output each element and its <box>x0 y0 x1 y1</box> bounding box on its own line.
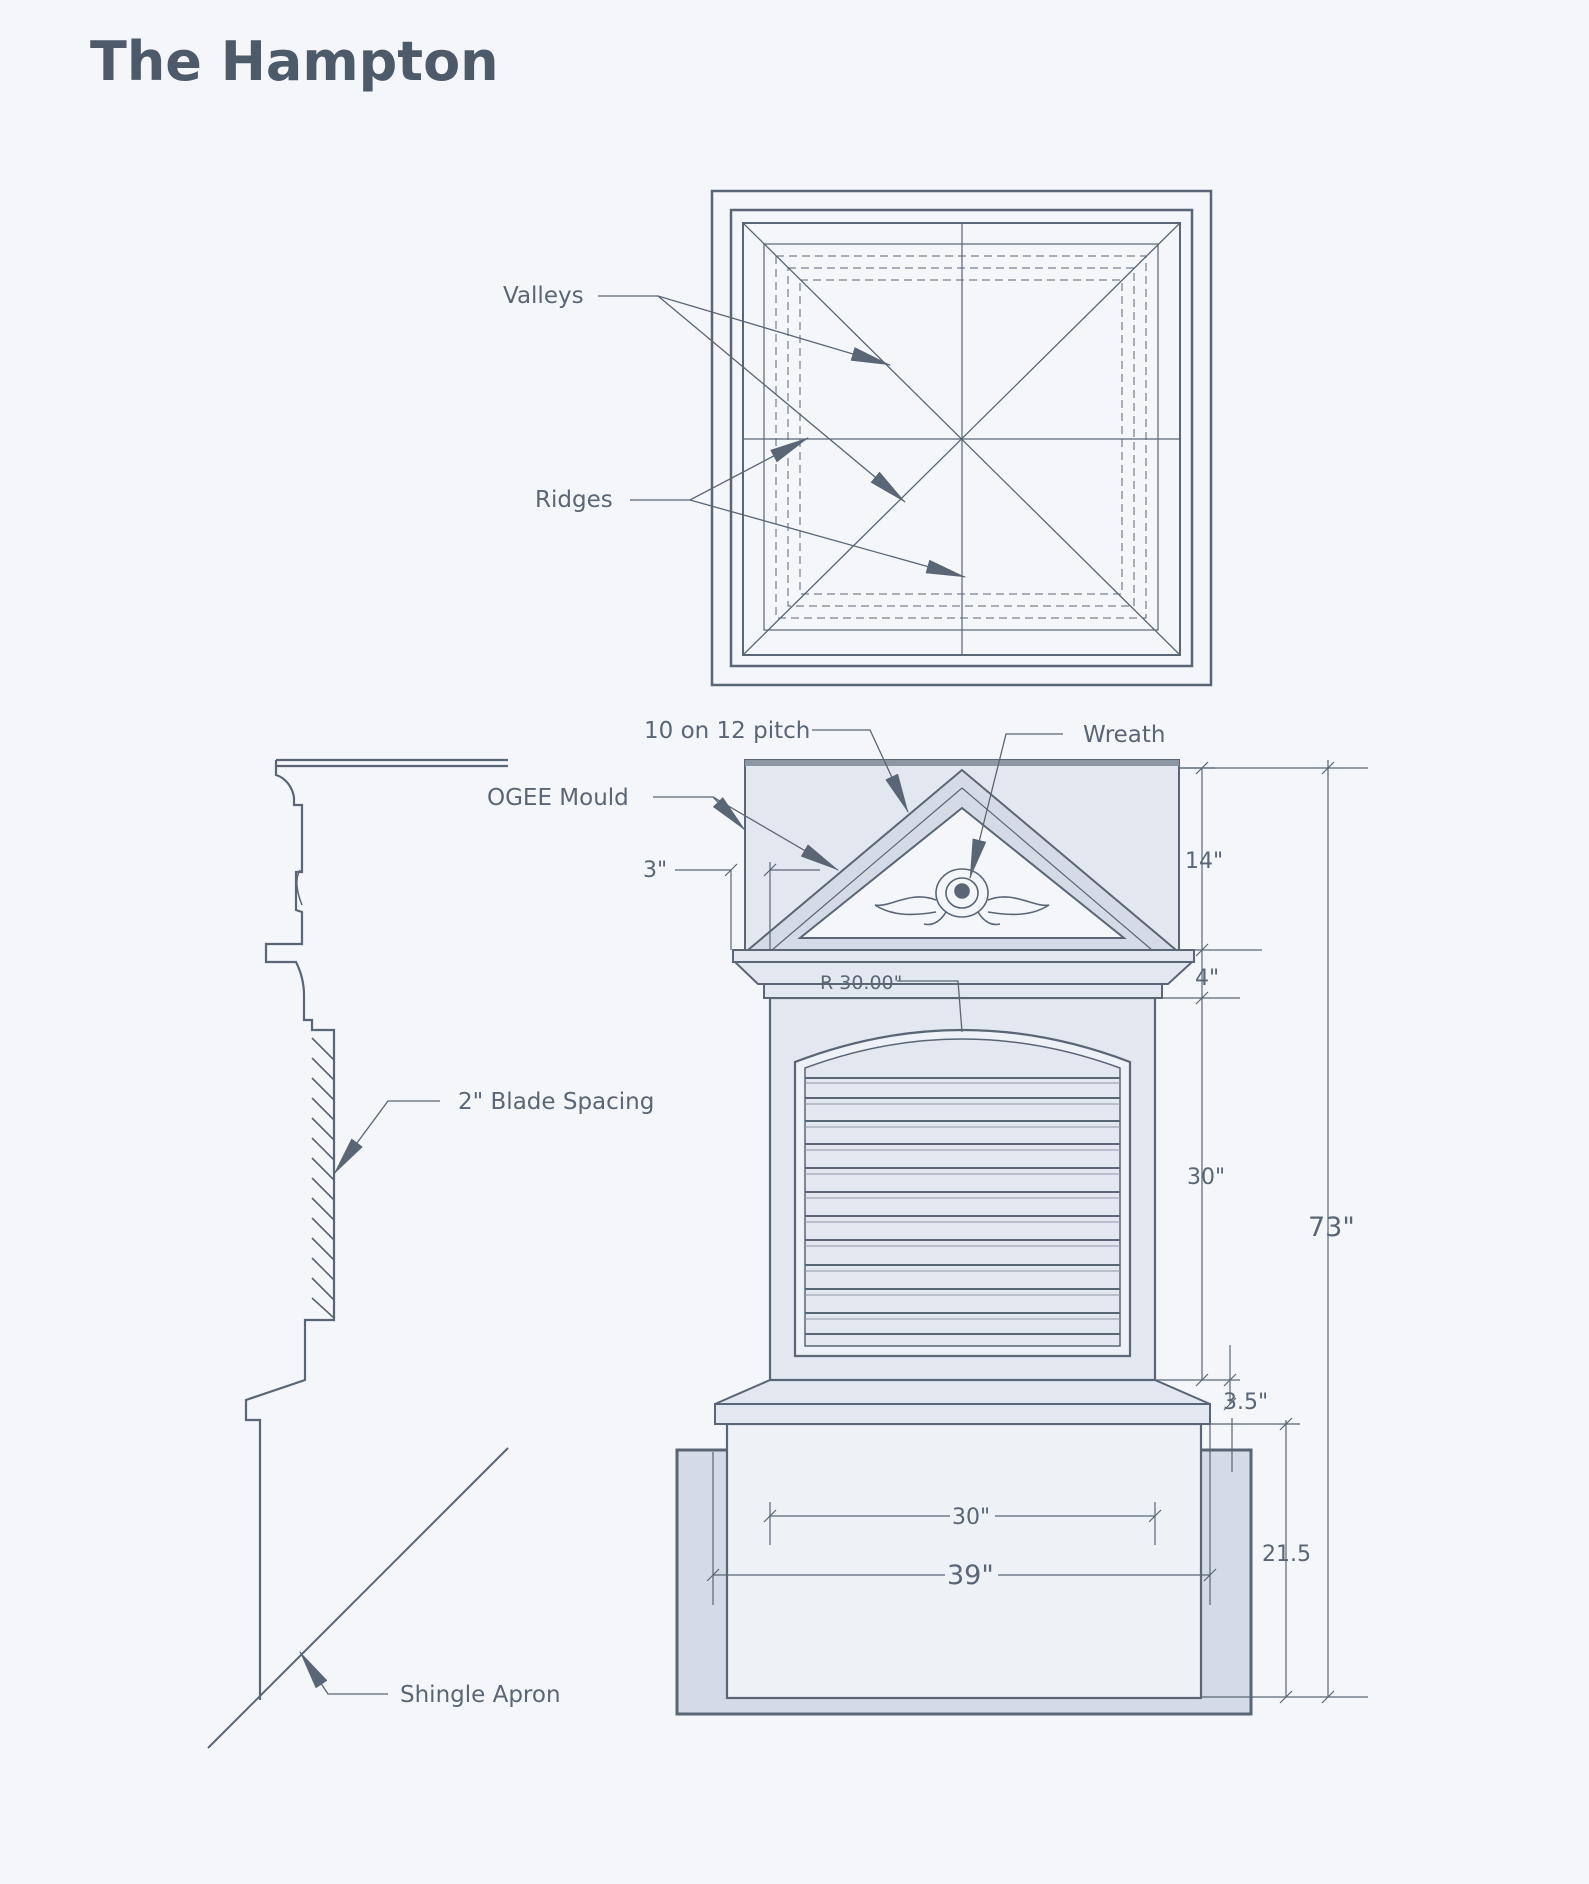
elevation-sill-band <box>714 1403 1211 1425</box>
blade-spacing-leader <box>333 1100 440 1175</box>
plan-hidden-line-2 <box>787 267 1135 607</box>
dim-pediment-height: 14" <box>1185 849 1223 874</box>
shingle-apron-label: Shingle Apron <box>400 1682 561 1708</box>
elevation-base-inner <box>725 1422 1203 1700</box>
dim-cornice-height: 4" <box>1195 966 1219 991</box>
dim-inner-width: 30" <box>952 1505 990 1530</box>
plan-hidden-line-1 <box>775 255 1147 619</box>
elevation-cornice <box>732 961 1195 985</box>
valleys-label: Valleys <box>503 283 584 309</box>
plan-hidden-line-3 <box>799 279 1123 595</box>
page-title: The Hampton <box>90 30 499 93</box>
ogee-mould-label: OGEE Mould <box>487 785 629 811</box>
front-elevation <box>675 759 1253 1716</box>
elevation-sill <box>714 1379 1211 1405</box>
elevation-ogee-line <box>961 787 1153 951</box>
elevation-callouts <box>653 729 1063 1033</box>
side-profile <box>207 758 509 1749</box>
pitch-leader <box>812 729 909 813</box>
radius-label: R 30.00" <box>820 972 902 994</box>
elevation-cornice-top <box>732 949 1195 963</box>
dim-louver-height: 30" <box>1187 1165 1225 1190</box>
plan-view <box>710 189 1213 687</box>
shingle-apron-line <box>207 1447 509 1749</box>
wreath-ornament <box>874 868 1050 926</box>
shingle-apron-leader <box>299 1651 388 1695</box>
profile-louver-blades <box>311 1037 335 1319</box>
profile-callouts <box>299 1100 440 1695</box>
ogee-leader <box>712 796 746 831</box>
profile-wreath-detail <box>296 869 303 906</box>
dim-sill-height: 3.5" <box>1223 1390 1268 1415</box>
dim-total-height: 73" <box>1308 1212 1355 1243</box>
plan-roof-edge <box>763 243 1159 631</box>
ridges-leader <box>689 499 966 578</box>
pitch-label: 10 on 12 pitch <box>644 718 810 744</box>
ridges-label: Ridges <box>535 487 613 513</box>
profile-outline <box>244 760 336 1700</box>
plan-callouts <box>598 295 966 578</box>
plan-mid-frame <box>729 208 1194 668</box>
blade-spacing-label: 2" Blade Spacing <box>458 1089 654 1115</box>
dim-base-height: 21.5 <box>1262 1542 1311 1567</box>
dim-ogee-depth: 3" <box>643 858 667 883</box>
louver-slats-shadow <box>805 1082 1120 1320</box>
dimension-lines <box>675 760 1368 1704</box>
radius-leader <box>897 980 963 1033</box>
valleys-leader <box>657 295 906 503</box>
elevation-ogee-line <box>771 787 963 951</box>
wreath-label: Wreath <box>1083 722 1166 748</box>
louver-slats <box>805 1077 1120 1335</box>
wreath-leader <box>969 733 1063 879</box>
dim-base-width: 39" <box>947 1560 994 1591</box>
